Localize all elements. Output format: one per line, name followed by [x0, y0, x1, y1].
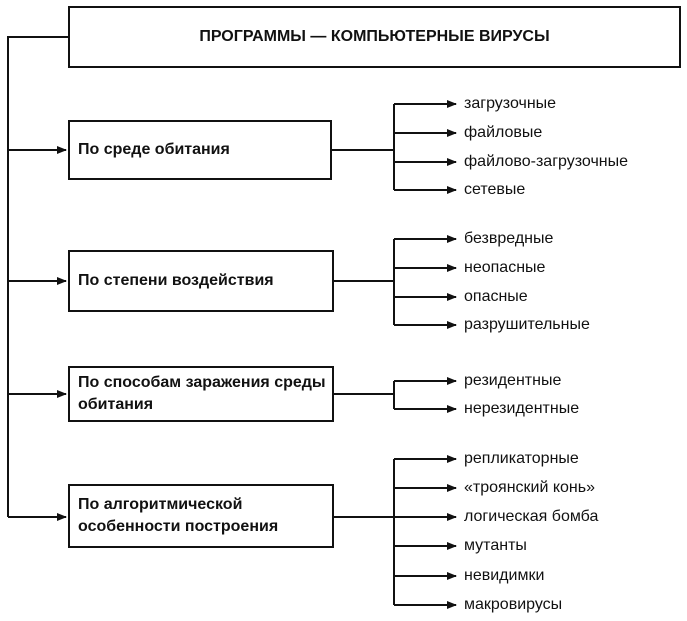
leaf-item: репликаторные — [464, 450, 579, 467]
leaf-item: опасные — [464, 288, 528, 305]
leaf-item: нерезидентные — [464, 400, 580, 417]
leaf-item: невидимки — [464, 567, 545, 584]
category-label: По среде обитания — [78, 141, 230, 158]
leaf-item: резидентные — [464, 372, 562, 389]
diagram-title-box: ПРОГРАММЫ — КОМПЬЮТЕРНЫЕ ВИРУСЫ — [68, 6, 681, 68]
leaf-item: неопасные — [464, 259, 546, 276]
leaf-item: загрузочные — [464, 95, 557, 112]
leaf-item: макровирусы — [464, 596, 563, 613]
leaf-item: логическая бомба — [464, 508, 599, 525]
leaf-item: сетевые — [464, 181, 526, 198]
category-label: По степени воздействия — [78, 272, 274, 289]
category-habitat-box: По среде обитания — [68, 120, 332, 180]
leaf-item: разрушительные — [464, 316, 590, 333]
category-label: По способам заражения среды обитания — [78, 374, 326, 413]
category-label: По алгоритмической особенности построени… — [78, 496, 279, 535]
leaf-item: файловые — [464, 124, 543, 141]
category-algorithm-box: По алгоритмической особенности построени… — [68, 484, 334, 548]
category-impact-box: По степени воздействия — [68, 250, 334, 312]
leaf-item: безвредные — [464, 230, 554, 247]
leaf-item: файлово-загрузочные — [464, 153, 629, 170]
leaf-item: мутанты — [464, 537, 527, 554]
category-infection-box: По способам заражения среды обитания — [68, 366, 334, 422]
leaf-item: «троянский конь» — [464, 479, 595, 496]
trunk-line — [7, 36, 68, 517]
diagram-title: ПРОГРАММЫ — КОМПЬЮТЕРНЫЕ ВИРУСЫ — [199, 28, 550, 45]
